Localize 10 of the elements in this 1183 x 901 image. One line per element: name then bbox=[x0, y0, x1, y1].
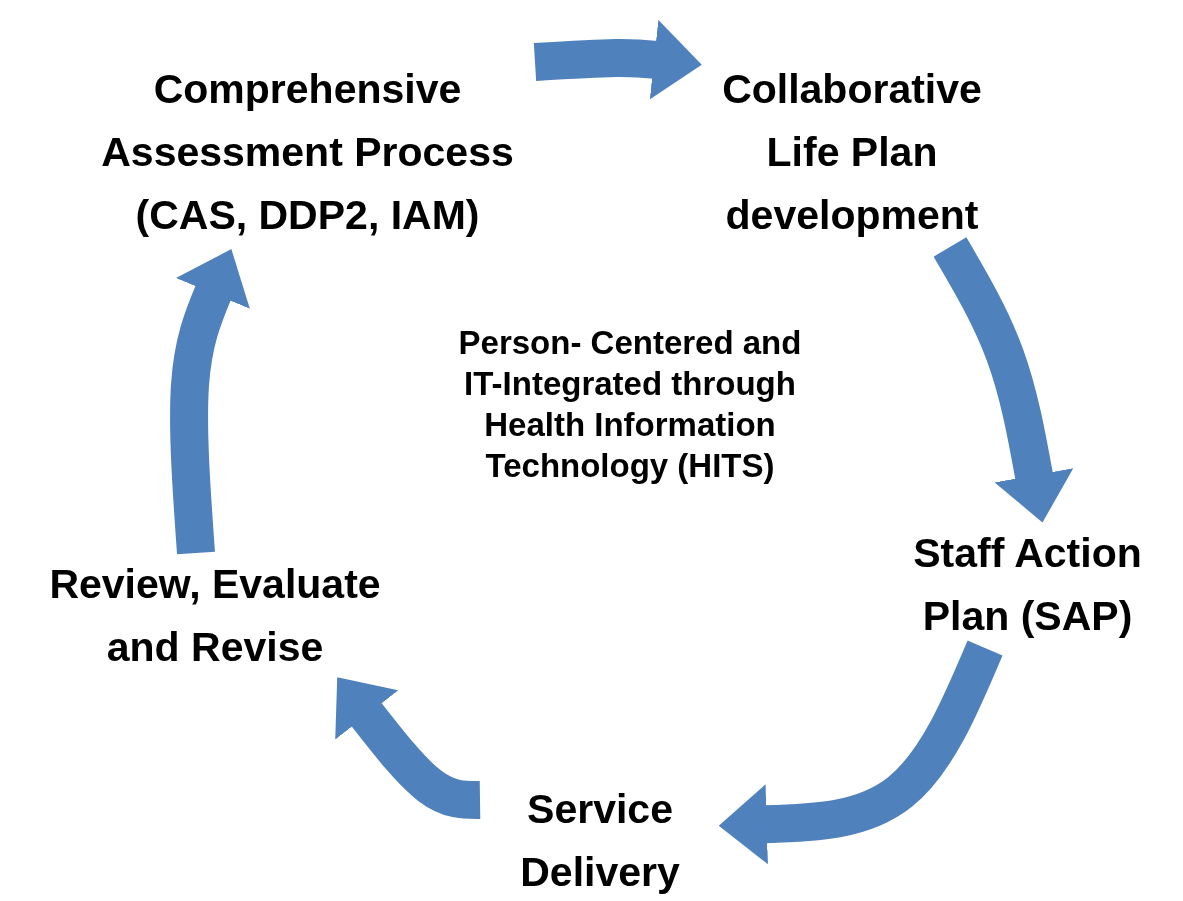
curved-arrow bbox=[718, 640, 1003, 865]
step-label: Collaborative Life Plan development bbox=[702, 58, 1002, 247]
step-label: Service Delivery bbox=[480, 778, 720, 901]
curved-arrow bbox=[170, 249, 250, 555]
step-label: Review, Evaluate and Revise bbox=[30, 553, 400, 679]
curved-arrow bbox=[533, 19, 702, 100]
curved-arrow bbox=[933, 237, 1074, 523]
step-label: Comprehensive Assessment Process (CAS, DDP2, IAM) bbox=[80, 58, 535, 247]
center-text: Person- Centered and IT-Integrated through Health Information Technology (HITS) bbox=[457, 323, 803, 486]
step-label: Staff Action Plan (SAP) bbox=[875, 522, 1180, 648]
